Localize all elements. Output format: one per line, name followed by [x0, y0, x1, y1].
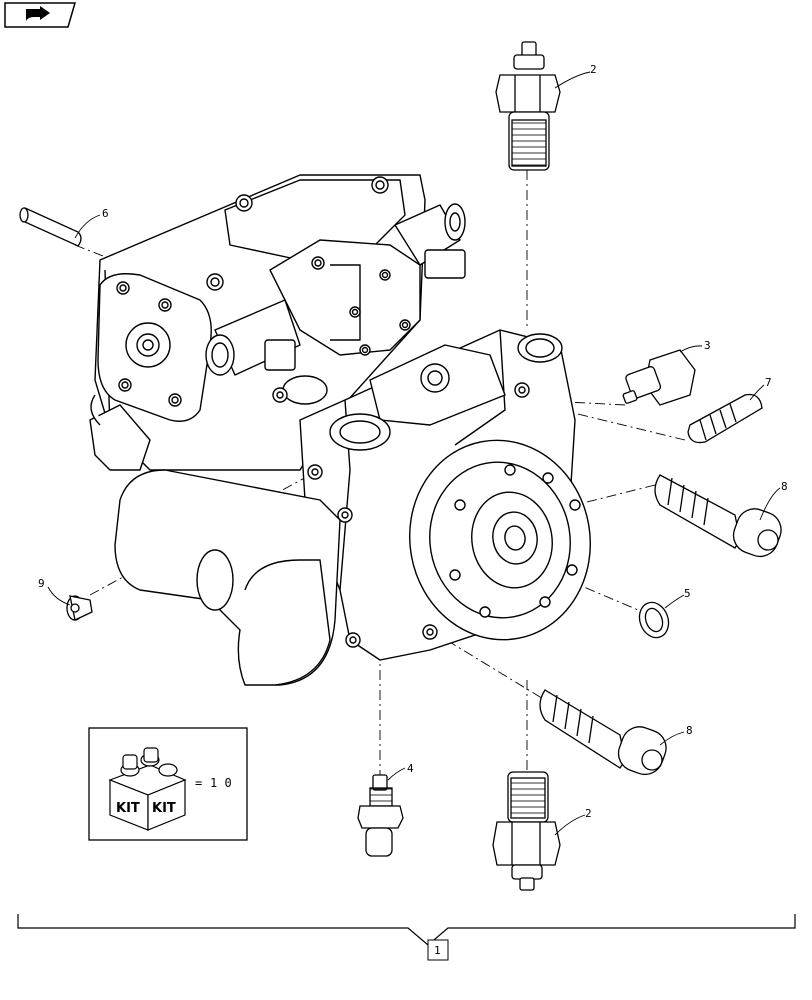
part-3-sensor — [622, 349, 696, 406]
part-2-pressure-switch-bottom — [492, 771, 561, 891]
kit-label-right: KIT — [152, 801, 176, 816]
callout-2-top: 2 — [590, 63, 597, 76]
callout-6: 6 — [102, 207, 109, 220]
part-9-plug — [66, 595, 93, 621]
callout-5: 5 — [684, 587, 691, 600]
kit-equals: = — [195, 776, 202, 790]
part-6-pin — [19, 207, 82, 247]
callout-2-bottom: 2 — [585, 807, 592, 820]
part-7-plug — [687, 393, 763, 444]
nav-forward-button[interactable] — [4, 2, 76, 28]
kit-box-icon — [108, 747, 187, 831]
callout-leaders — [47, 71, 781, 836]
callout-8-lower: 8 — [686, 724, 693, 737]
callout-8-upper: 8 — [781, 480, 788, 493]
kit-ref-number: 1 0 — [210, 776, 232, 790]
kit-panel: KIT KIT = 1 0 — [88, 727, 248, 841]
callout-7: 7 — [765, 376, 772, 389]
part-5-ring — [638, 601, 670, 639]
part-8-bolt-lower — [539, 689, 667, 776]
callout-1: 1 — [434, 944, 441, 957]
callout-4: 4 — [407, 762, 414, 775]
part-2-pressure-switch-top — [495, 41, 561, 171]
part-8-bolt-upper — [654, 474, 782, 558]
callout-1-box — [427, 939, 449, 961]
part-4-fitting — [357, 774, 404, 857]
hydraulic-pump-assembly — [89, 174, 592, 686]
assembly-brace — [17, 914, 796, 946]
leader-lines — [74, 170, 686, 780]
callout-3: 3 — [704, 339, 711, 352]
callout-9: 9 — [38, 577, 45, 590]
kit-label-left: KIT — [116, 801, 140, 816]
forward-arrow-icon — [26, 6, 50, 21]
